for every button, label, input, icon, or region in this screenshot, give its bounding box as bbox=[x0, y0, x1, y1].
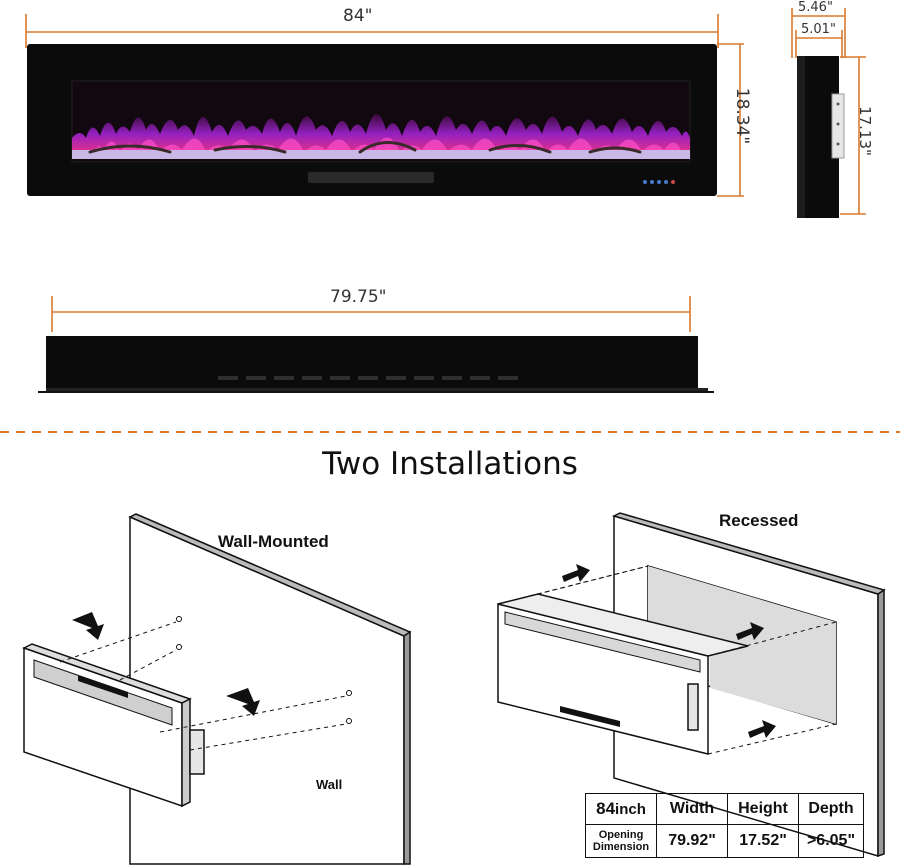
control-buttons bbox=[643, 180, 675, 184]
side-height-label: 17.13" bbox=[856, 106, 874, 156]
wall-mounted-label: Wall-Mounted bbox=[218, 532, 329, 551]
mounting-bracket bbox=[831, 93, 845, 159]
recessed-label: Recessed bbox=[719, 511, 799, 530]
mount-arrow-1 bbox=[72, 612, 104, 640]
recessed-illustration bbox=[497, 512, 886, 858]
side-view bbox=[791, 8, 866, 218]
section-title: Two Installations bbox=[322, 446, 578, 482]
mount-arrow-2 bbox=[226, 688, 260, 716]
recess-arrow-3 bbox=[748, 720, 776, 738]
opening-dimension-table: 84inch Width Height Depth Opening Dimens… bbox=[585, 793, 864, 858]
wall-mounted-illustration bbox=[22, 513, 412, 865]
size-cell: 84inch bbox=[585, 793, 657, 825]
side-depth-inner-label: 5.01" bbox=[801, 22, 836, 37]
vent-slots bbox=[218, 376, 518, 380]
ember-bed bbox=[72, 150, 690, 159]
front-height-dimension bbox=[717, 43, 744, 197]
value-width: 79.92" bbox=[656, 824, 728, 858]
front-height-label: 18.34" bbox=[732, 87, 752, 145]
row-label-line1: Opening bbox=[598, 829, 644, 841]
size-number: 84 bbox=[596, 799, 616, 818]
wall-panel bbox=[129, 515, 405, 865]
side-depth-outer-label: 5.46" bbox=[798, 0, 833, 15]
side-depth-dimension bbox=[791, 8, 846, 58]
value-depth: >6.05" bbox=[798, 824, 864, 858]
wall-label: Wall bbox=[316, 777, 343, 792]
header-width: Width bbox=[656, 793, 728, 825]
row-label-opening-dimension: Opening Dimension bbox=[585, 824, 657, 858]
value-height: 17.52" bbox=[727, 824, 799, 858]
logs bbox=[88, 141, 642, 154]
front-view bbox=[25, 14, 744, 197]
header-height: Height bbox=[727, 793, 799, 825]
header-depth: Depth bbox=[798, 793, 864, 825]
front-width-label: 84" bbox=[343, 6, 373, 26]
recess-arrow-1 bbox=[562, 564, 590, 582]
bottom-view bbox=[38, 296, 714, 393]
side-height-dimension bbox=[840, 56, 866, 215]
row-label-line2: Dimension bbox=[592, 841, 650, 853]
bottom-body bbox=[46, 336, 698, 389]
front-width-dimension bbox=[25, 14, 719, 48]
recess-arrow-2 bbox=[736, 622, 764, 640]
bottom-width-dimension bbox=[51, 296, 691, 332]
bottom-width-label: 79.75" bbox=[330, 287, 387, 307]
control-panel-slot bbox=[308, 172, 434, 183]
size-unit: inch bbox=[615, 801, 646, 818]
